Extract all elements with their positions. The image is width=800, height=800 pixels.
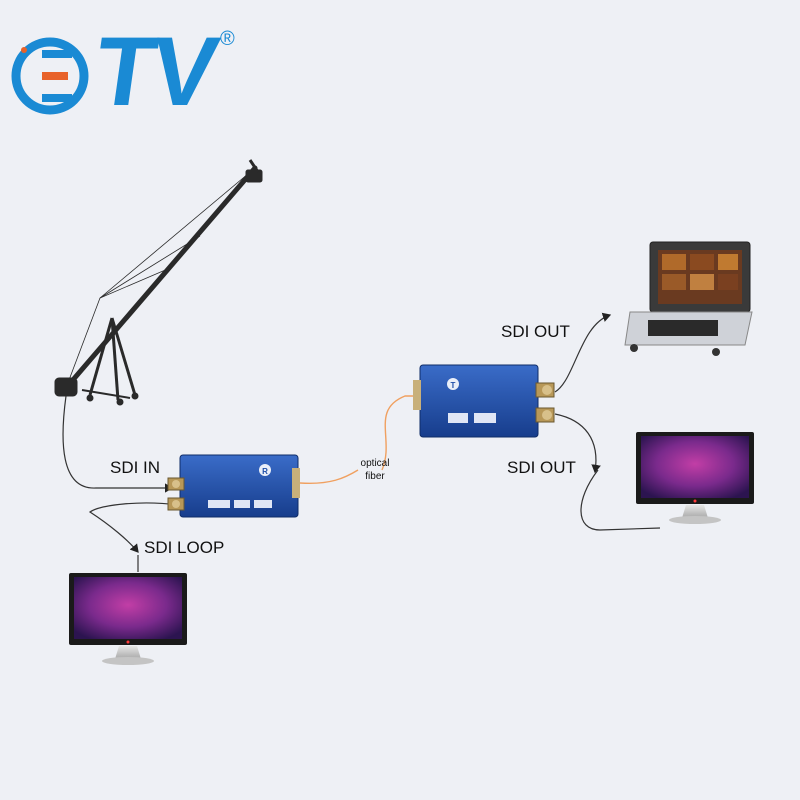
sdi-out-top-cable xyxy=(554,312,612,393)
video-switcher-console xyxy=(624,241,753,356)
sdi-out-bottom-cable xyxy=(554,413,601,474)
sdi-out-to-monitor xyxy=(580,469,661,531)
brand-logo-mark xyxy=(11,37,89,115)
sdi-in-cable xyxy=(62,395,174,493)
monitor-right xyxy=(636,432,754,524)
registered-mark: ® xyxy=(220,28,235,50)
transmitter-device xyxy=(167,454,300,518)
sdi-in-label: SDI IN xyxy=(110,458,161,477)
optical-fiber-label-line2: fiber xyxy=(365,471,385,482)
sdi-loop-label: SDI LOOP xyxy=(144,538,225,557)
optical-fiber-label: optical fiber xyxy=(352,457,398,483)
sdi-out-top-label: SDI OUT xyxy=(501,322,570,341)
camera-crane xyxy=(54,159,263,406)
transmitter-badge: R xyxy=(262,467,268,476)
sdi-loop-cable xyxy=(88,502,179,553)
sdi-cables xyxy=(62,312,661,572)
brand-logo-text: TV xyxy=(88,16,221,126)
sdi-out-bottom-label: SDI OUT xyxy=(507,458,576,477)
receiver-badge: T xyxy=(451,381,456,390)
optical-fiber-label-line1: optical xyxy=(360,458,390,469)
optical-fiber-cable xyxy=(299,395,418,485)
monitor-left xyxy=(69,573,187,665)
receiver-device xyxy=(413,364,555,438)
